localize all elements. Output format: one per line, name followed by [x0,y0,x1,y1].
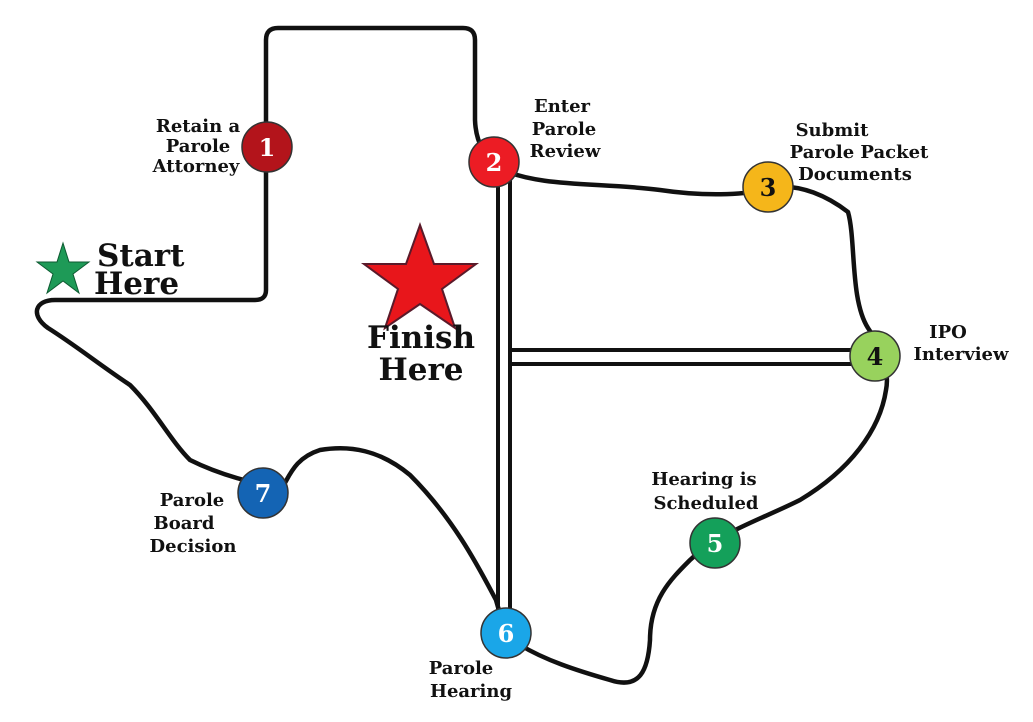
step-3-number: 3 [760,173,777,202]
step-6-marker [480,607,532,659]
step-5-label-line1: Hearing is [651,469,756,490]
step-1-label-line3: Attorney [152,156,240,177]
step-1-label-line1: Retain a [156,116,241,137]
step-6-label-line2: Hearing [430,681,513,702]
texas-outline [34,25,890,685]
finish-label-line1: Finish [367,320,475,356]
finish-star-icon [360,222,480,331]
step-3-label-line2: Parole Packet [790,142,929,163]
step-7: 7 Parole Board Decision [150,467,289,557]
interior-roads [496,168,858,618]
step-7-label-line1: Parole [160,490,225,511]
step-6-label-line1: Parole [429,658,494,679]
step-4-number: 4 [867,342,884,371]
step-1-number: 1 [259,133,276,162]
step-3-marker [742,161,794,213]
step-2-marker [468,136,520,188]
step-5-marker [689,517,741,569]
step-7-marker [237,467,289,519]
step-2-label-line2: Parole [532,119,597,140]
finish-label-line2: Here [378,352,463,388]
step-4: 4 IPO Interview [849,322,1009,382]
step-7-label-line3: Decision [150,536,237,557]
step-4-label-line2: Interview [913,344,1009,365]
step-1: 1 Retain a Parole Attorney [152,116,293,177]
step-3-label-line1: Submit [796,120,870,141]
step-3: 3 Submit Parole Packet Documents [742,120,929,213]
step-6-number: 6 [498,619,515,648]
start-label-line1: Start [97,238,185,274]
step-2-label-line3: Review [530,141,601,162]
step-2: 2 Enter Parole Review [468,96,601,188]
step-5-label-line2: Scheduled [653,493,758,514]
start-star-icon [35,241,91,295]
step-5-number: 5 [707,529,724,558]
step-7-number: 7 [255,479,272,508]
step-6: 6 Parole Hearing [429,607,532,702]
step-4-label-line1: IPO [929,322,967,343]
step-7-label-line2: Board [154,513,215,534]
step-2-number: 2 [486,148,503,177]
step-1-marker [241,121,293,173]
step-3-label-line3: Documents [798,164,912,185]
step-1-label-line2: Parole [166,136,231,157]
step-4-marker [849,330,901,382]
step-2-label-line1: Enter [534,96,591,117]
step-5: 5 Hearing is Scheduled [651,469,759,569]
start-label-line2: Here [94,266,179,302]
